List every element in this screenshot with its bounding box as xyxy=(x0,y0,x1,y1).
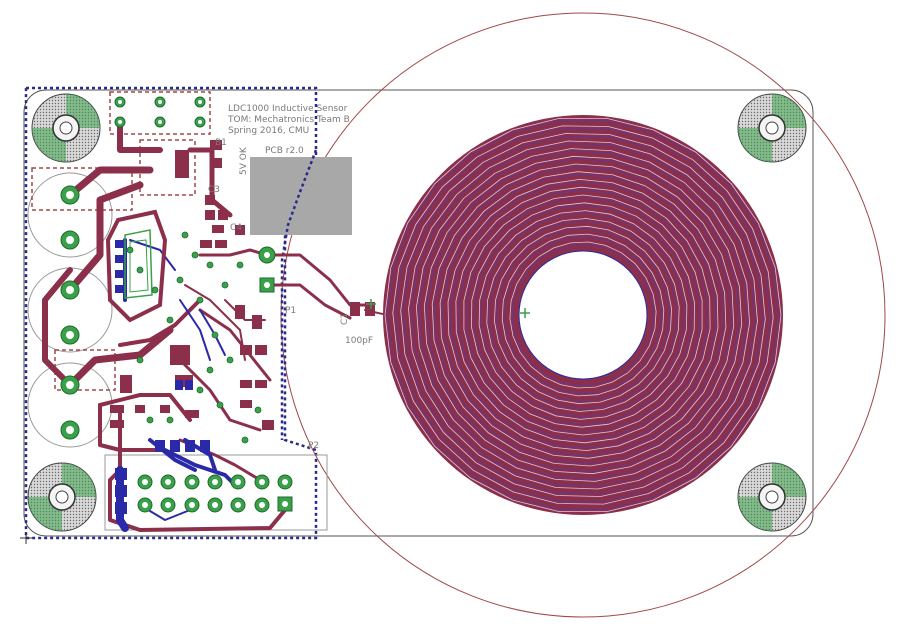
label-c3: C3 xyxy=(208,185,220,195)
coil-winding xyxy=(468,199,698,431)
coil-winding xyxy=(481,212,685,418)
inductive-coil[interactable] xyxy=(383,115,783,515)
smd-pads xyxy=(110,140,375,430)
coil-winding xyxy=(455,186,711,444)
label-p2: P2 xyxy=(308,441,319,451)
ground-dotted-curve xyxy=(280,149,318,440)
coil-winding xyxy=(429,160,737,470)
coil-winding xyxy=(415,148,751,482)
coil-winding xyxy=(387,120,779,510)
coil-winding xyxy=(486,218,680,412)
coil-winding xyxy=(408,140,758,490)
coil-winding xyxy=(493,225,673,405)
coil-winding xyxy=(426,158,740,472)
coil-winding xyxy=(450,181,716,449)
coil-winding xyxy=(465,197,701,433)
label-p1: P1 xyxy=(285,306,296,316)
coil-winding xyxy=(431,163,735,467)
mounting-hole-tr[interactable] xyxy=(737,93,807,163)
coil-winding xyxy=(397,130,769,500)
through-hole-pads xyxy=(60,96,293,513)
coil-winding xyxy=(488,220,678,410)
coil-winding xyxy=(405,138,761,492)
mounting-hole-bl[interactable] xyxy=(27,462,97,532)
vias xyxy=(126,231,262,444)
coil-winding xyxy=(392,125,774,505)
keepout-block xyxy=(250,157,352,235)
header-p2-outline xyxy=(104,454,328,531)
coil-winding xyxy=(506,238,660,392)
coil-origin-marker xyxy=(366,299,530,318)
coil-winding xyxy=(496,228,670,402)
coil-winding xyxy=(478,210,688,420)
coil-winding xyxy=(509,241,657,389)
label-cap-value: 100pF xyxy=(345,336,373,346)
coil-winding xyxy=(444,176,722,454)
mounting-hole-tl[interactable] xyxy=(31,93,101,163)
coil-winding xyxy=(471,202,695,428)
coil-winding xyxy=(423,155,743,475)
coil-winding xyxy=(476,207,690,423)
ok-led-label: 5V OK xyxy=(239,146,249,175)
coil-winding xyxy=(413,145,753,485)
coil-winding xyxy=(483,215,683,415)
coil-winding xyxy=(473,204,693,426)
label-c1: C1 xyxy=(340,313,350,325)
coil-winding xyxy=(418,150,748,480)
coil-winding xyxy=(452,184,714,446)
board-title-line-2: TOM: Mechatronics Team B xyxy=(227,115,350,125)
coil-winding xyxy=(410,143,756,487)
coil-winding xyxy=(402,135,764,495)
coil-winding xyxy=(437,168,729,462)
crystal-footprint xyxy=(105,209,168,323)
board-origin-marker xyxy=(20,532,32,544)
board-title-line-1: LDC1000 Inductive Sensor xyxy=(228,104,348,114)
board-title-line-3: Spring 2016, CMU xyxy=(228,126,309,136)
coil-winding xyxy=(421,153,745,477)
coil-winding xyxy=(512,244,654,386)
coil-winding xyxy=(384,118,782,513)
coil-winding xyxy=(501,233,665,397)
coil-winding xyxy=(394,127,772,503)
coil-winding xyxy=(389,122,777,508)
label-c4: C4 xyxy=(230,223,242,233)
coil-winding xyxy=(491,223,675,407)
bottom-pads xyxy=(115,240,210,514)
coil-winding xyxy=(499,231,667,399)
coil-winding xyxy=(447,178,719,452)
coil-winding xyxy=(434,166,732,464)
coil-winding xyxy=(400,133,766,497)
coil-winding xyxy=(460,191,706,439)
coil-winding xyxy=(439,171,727,459)
board-revision: PCB r2.0 xyxy=(265,146,304,156)
coil-winding xyxy=(463,194,703,436)
coil-winding xyxy=(504,236,662,394)
coil-winding xyxy=(514,246,652,384)
mounting-hole-br[interactable] xyxy=(737,462,807,532)
ground-polygon-outline xyxy=(24,86,318,540)
coil-winding xyxy=(442,173,724,457)
coil-winding xyxy=(458,189,708,441)
label-b1: B1 xyxy=(215,138,227,148)
board-outline xyxy=(23,89,814,537)
